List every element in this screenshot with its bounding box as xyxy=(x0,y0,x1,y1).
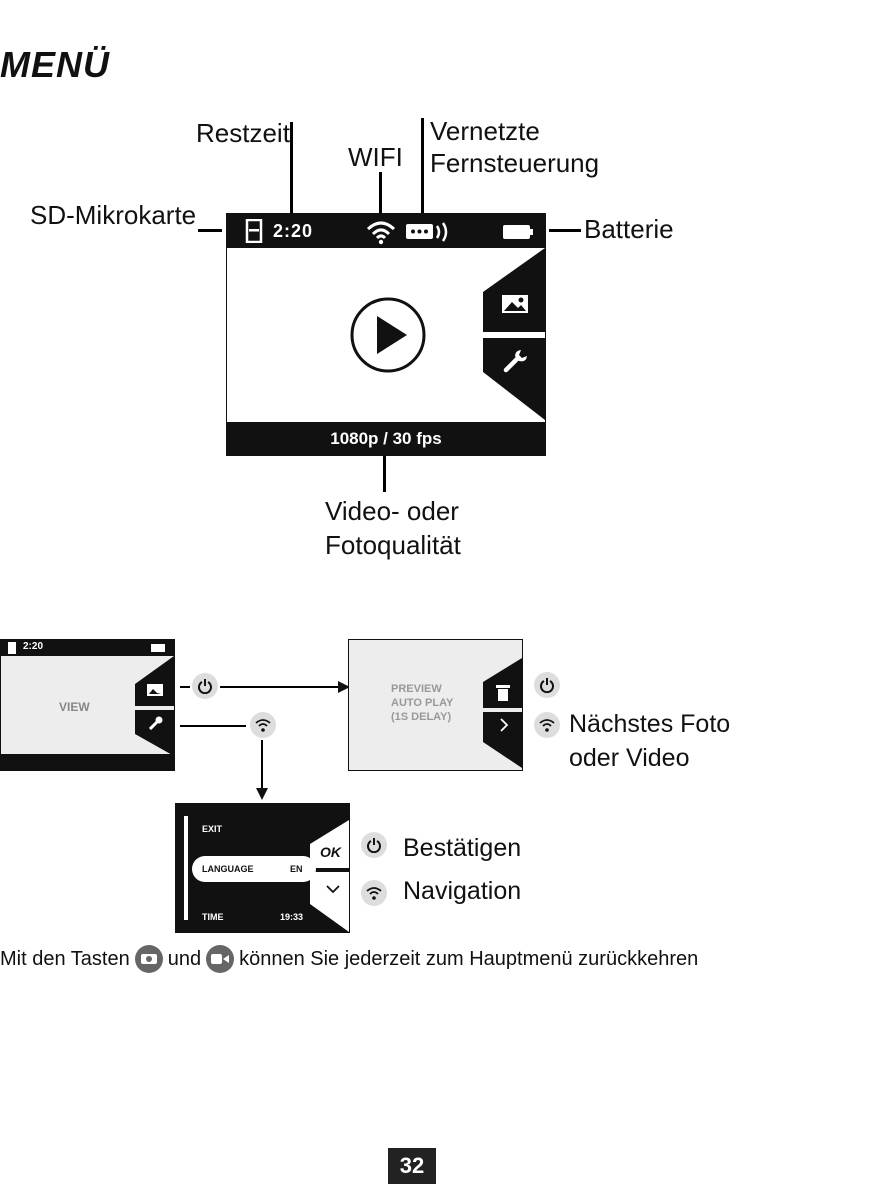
menu-item-time[interactable]: TIME xyxy=(202,912,224,922)
arrow-head-down xyxy=(256,788,268,800)
chevron-down-icon[interactable] xyxy=(326,884,340,894)
sd-card-icon xyxy=(245,219,263,243)
legend-next-1: Nächstes Foto xyxy=(569,710,730,739)
language-value: EN xyxy=(290,864,303,874)
footer-text-2: und xyxy=(168,948,201,971)
arrow-segment xyxy=(180,686,190,688)
view-time: 2:20 xyxy=(23,641,43,652)
preview-screen: PREVIEW AUTO PLAY (1S DELAY) xyxy=(348,639,523,771)
leader-quality xyxy=(383,456,386,492)
gallery-icon[interactable] xyxy=(147,684,163,696)
menu-item-language[interactable]: LANGUAGE EN xyxy=(192,856,316,882)
view-bottom-bar xyxy=(1,754,174,770)
label-quality-2: Fotoqualität xyxy=(325,530,461,561)
wrench-icon[interactable] xyxy=(503,348,529,374)
page-title: MENÜ xyxy=(0,44,110,86)
quality-value: 1080p / 30 fps xyxy=(330,429,442,449)
label-restzeit: Restzeit xyxy=(196,118,290,149)
photo-mode-button-icon xyxy=(135,945,163,973)
leader-wifi xyxy=(379,172,382,214)
battery-icon xyxy=(151,644,167,652)
gallery-icon[interactable] xyxy=(501,294,529,314)
legend-next-2: oder Video xyxy=(569,744,689,773)
arrow-to-preview xyxy=(220,686,340,688)
view-label: VIEW xyxy=(59,700,90,714)
next-chevron-icon[interactable] xyxy=(499,718,509,732)
sd-card-icon xyxy=(8,642,16,654)
label-sd-card: SD-Mikrokarte xyxy=(30,200,196,231)
label-vernetzte-1: Vernetzte xyxy=(430,116,540,147)
power-button-icon xyxy=(361,832,387,858)
preview-line-3: (1S DELAY) xyxy=(391,710,453,724)
side-menu xyxy=(483,248,545,420)
label-vernetzte-2: Fernsteuerung xyxy=(430,148,599,179)
arrow-to-settings xyxy=(261,740,263,790)
view-side-menu xyxy=(135,656,174,756)
preview-side-menu xyxy=(483,658,522,768)
preview-line-1: PREVIEW xyxy=(391,682,453,696)
label-battery: Batterie xyxy=(584,214,674,245)
preview-line-2: AUTO PLAY xyxy=(391,696,453,710)
delete-icon[interactable] xyxy=(496,685,510,701)
ok-button[interactable]: OK xyxy=(320,844,341,860)
status-bar: 2:20 xyxy=(227,214,545,248)
leader-vernetzte xyxy=(421,118,424,214)
time-value: 19:33 xyxy=(280,912,303,922)
wrench-icon[interactable] xyxy=(149,716,163,730)
remote-icon xyxy=(405,222,451,242)
settings-screen: EXIT LANGUAGE EN TIME 19:33 OK xyxy=(175,803,350,933)
settings-side-menu xyxy=(310,820,349,932)
arrow-segment xyxy=(180,725,246,727)
leader-sd xyxy=(198,229,222,232)
leader-battery xyxy=(549,229,581,232)
wifi-button-icon xyxy=(361,880,387,906)
battery-icon xyxy=(502,224,534,240)
play-icon[interactable] xyxy=(349,296,427,374)
legend-navigation: Navigation xyxy=(403,877,521,906)
video-mode-button-icon xyxy=(206,945,234,973)
scrollbar[interactable] xyxy=(184,816,188,920)
wifi-button-icon xyxy=(534,712,560,738)
footer-sentence: Mit den Tasten und können Sie jederzeit … xyxy=(0,945,698,973)
menu-item-exit[interactable]: EXIT xyxy=(202,824,222,834)
view-status-bar: 2:20 xyxy=(1,640,174,656)
wifi-icon xyxy=(365,219,397,245)
footer-text-1: Mit den Tasten xyxy=(0,948,130,971)
power-button-icon xyxy=(192,673,218,699)
page-number: 32 xyxy=(388,1148,436,1184)
preview-text: PREVIEW AUTO PLAY (1S DELAY) xyxy=(391,682,453,724)
power-button-icon xyxy=(534,672,560,698)
label-quality-1: Video- oder xyxy=(325,496,459,527)
time-remaining: 2:20 xyxy=(273,221,313,242)
quality-bar: 1080p / 30 fps xyxy=(227,422,545,455)
main-screen: 2:20 1080p / 30 xyxy=(226,213,546,456)
wifi-button-icon xyxy=(250,712,276,738)
label-wifi: WIFI xyxy=(348,142,403,173)
view-screen: 2:20 VIEW xyxy=(0,639,175,771)
leader-restzeit xyxy=(290,122,293,214)
language-label: LANGUAGE xyxy=(202,864,254,874)
legend-confirm: Bestätigen xyxy=(403,834,521,863)
footer-text-3: können Sie jederzeit zum Hauptmenü zurüc… xyxy=(239,948,698,971)
